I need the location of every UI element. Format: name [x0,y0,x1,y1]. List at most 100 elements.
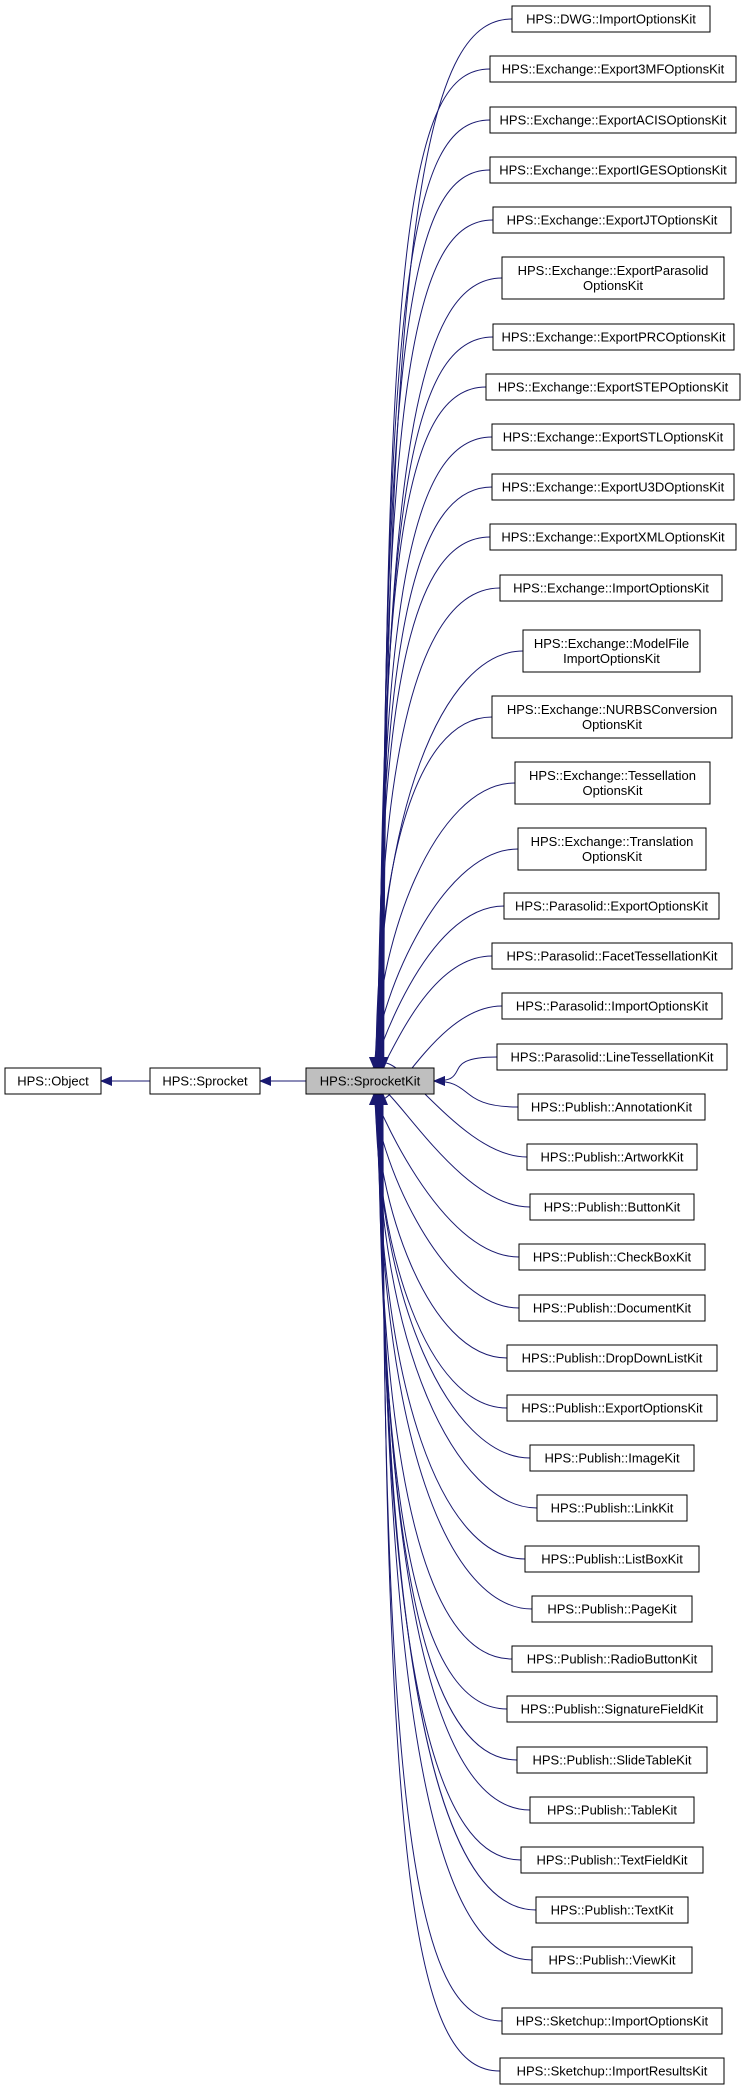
node-box [305,1067,435,1095]
node-label: HPS::Exchange::Translation [531,834,694,849]
node-hps-dwg-import-options-kit[interactable]: HPS::DWG::ImportOptionsKit [511,5,711,33]
node-label: OptionsKit [582,717,642,732]
node-hps-publish-slide-table-kit[interactable]: HPS::Publish::SlideTableKit [516,1746,708,1774]
node-label: HPS::Parasolid::ExportOptionsKit [515,899,708,914]
node-hps-publish-table-kit[interactable]: HPS::Publish::TableKit [529,1796,695,1824]
node-label: HPS::Publish::ImageKit [544,1451,680,1466]
node-hps-exchange-export-stepoptions-kit[interactable]: HPS::Exchange::ExportSTEPOptionsKit [485,373,741,401]
node-box [529,1796,695,1824]
node-box [489,106,737,134]
edge-hps-exchange-export3-mfoptions-kit-to-hps-sprocket-kit [378,68,491,1069]
node-hps-publish-link-kit[interactable]: HPS::Publish::LinkKit [536,1494,688,1522]
edge-hps-publish-check-box-kit-to-hps-sprocket-kit [369,1093,520,1258]
node-hps-publish-artwork-kit[interactable]: HPS::Publish::ArtworkKit [526,1143,698,1171]
node-box [501,992,723,1020]
node-label: HPS::Publish::PageKit [547,1602,677,1617]
node-hps-object[interactable]: HPS::Object [4,1067,102,1095]
node-hps-publish-image-kit[interactable]: HPS::Publish::ImageKit [529,1444,695,1472]
node-label: OptionsKit [583,783,643,798]
node-label: HPS::Publish::ListBoxKit [541,1552,683,1567]
node-box [492,323,735,351]
node-hps-publish-button-kit[interactable]: HPS::Publish::ButtonKit [529,1193,695,1221]
node-label: HPS::Exchange::ExportXMLOptionsKit [501,530,725,545]
node-hps-parasolid-import-options-kit[interactable]: HPS::Parasolid::ImportOptionsKit [501,992,723,1020]
node-label: HPS::Exchange::ExportIGESOptionsKit [499,163,727,178]
node-label: HPS::Exchange::ModelFile [534,636,689,651]
node-box [531,1946,693,1974]
node-hps-sprocket[interactable]: HPS::Sprocket [149,1067,261,1095]
node-label: HPS::Publish::CheckBoxKit [533,1250,692,1265]
node-label: HPS::Publish::TableKit [547,1803,677,1818]
node-label: HPS::Publish::DropDownListKit [522,1351,703,1366]
node-hps-publish-text-kit[interactable]: HPS::Publish::TextKit [535,1896,689,1924]
node-box [506,1344,718,1372]
edge-hps-publish-link-kit-to-hps-sprocket-kit [371,1093,538,1509]
edge-hps-exchange-translation-options-kit-to-hps-sprocket-kit [369,848,519,1069]
node-box [491,473,735,501]
node-label: HPS::Publish::ButtonKit [544,1200,681,1215]
node-hps-exchange-export-igesoptions-kit[interactable]: HPS::Exchange::ExportIGESOptionsKit [489,156,737,184]
node-box [503,892,720,920]
node-hps-parasolid-export-options-kit[interactable]: HPS::Parasolid::ExportOptionsKit [503,892,720,920]
node-hps-publish-list-box-kit[interactable]: HPS::Publish::ListBoxKit [524,1545,700,1573]
node-label: HPS::Exchange::ImportOptionsKit [513,581,709,596]
node-label: HPS::Exchange::ExportParasolid [518,263,709,278]
node-hps-publish-view-kit[interactable]: HPS::Publish::ViewKit [531,1946,693,1974]
node-box [506,1394,718,1422]
node-box [535,1896,689,1924]
node-hps-exchange-export3-mfoptions-kit[interactable]: HPS::Exchange::Export3MFOptionsKit [489,55,737,83]
node-hps-publish-document-kit[interactable]: HPS::Publish::DocumentKit [518,1294,706,1322]
node-box [514,761,711,805]
node-hps-parasolid-line-tessellation-kit[interactable]: HPS::Parasolid::LineTessellationKit [496,1043,728,1071]
node-hps-parasolid-facet-tessellation-kit[interactable]: HPS::Parasolid::FacetTessellationKit [491,942,733,970]
node-label: HPS::Exchange::Tessellation [529,768,696,783]
node-hps-publish-text-field-kit[interactable]: HPS::Publish::TextFieldKit [520,1846,704,1874]
node-hps-publish-drop-down-list-kit[interactable]: HPS::Publish::DropDownListKit [506,1344,718,1372]
node-box [499,574,723,602]
node-box [491,695,733,739]
node-hps-exchange-export-jtoptions-kit[interactable]: HPS::Exchange::ExportJTOptionsKit [492,206,732,234]
node-label: HPS::Exchange::Export3MFOptionsKit [502,62,725,77]
node-label: HPS::Sprocket [162,1074,248,1089]
node-hps-sketchup-import-options-kit[interactable]: HPS::Sketchup::ImportOptionsKit [501,2007,723,2035]
node-hps-sketchup-import-results-kit[interactable]: HPS::Sketchup::ImportResultsKit [499,2057,725,2085]
node-box [491,942,733,970]
node-label: HPS::Exchange::ExportPRCOptionsKit [502,330,726,345]
node-hps-publish-annotation-kit[interactable]: HPS::Publish::AnnotationKit [517,1093,706,1121]
node-label: HPS::SprocketKit [320,1074,421,1089]
node-box [511,1645,713,1673]
edge-hps-publish-text-field-kit-to-hps-sprocket-kit [375,1093,522,1861]
node-label: OptionsKit [583,278,643,293]
node-box [516,1746,708,1774]
edge-hps-exchange-nurbsconversion-options-kit-to-hps-sprocket-kit [371,716,493,1069]
node-label: HPS::Sketchup::ImportResultsKit [517,2064,708,2079]
node-hps-sprocket-kit[interactable]: HPS::SprocketKit [305,1067,435,1095]
node-box [489,55,737,83]
node-hps-exchange-export-stloptions-kit[interactable]: HPS::Exchange::ExportSTLOptionsKit [491,423,735,451]
node-hps-exchange-export-prcoptions-kit[interactable]: HPS::Exchange::ExportPRCOptionsKit [492,323,735,351]
node-hps-publish-page-kit[interactable]: HPS::Publish::PageKit [531,1595,693,1623]
node-label: OptionsKit [582,849,642,864]
node-box [522,629,701,673]
node-hps-publish-radio-button-kit[interactable]: HPS::Publish::RadioButtonKit [511,1645,713,1673]
node-label: HPS::Exchange::NURBSConversion [507,702,717,717]
edge-hps-publish-list-box-kit-to-hps-sprocket-kit [372,1093,526,1560]
node-hps-exchange-import-options-kit[interactable]: HPS::Exchange::ImportOptionsKit [499,574,723,602]
node-hps-exchange-export-u3-doptions-kit[interactable]: HPS::Exchange::ExportU3DOptionsKit [491,473,735,501]
node-box [524,1545,700,1573]
node-hps-publish-signature-field-kit[interactable]: HPS::Publish::SignatureFieldKit [506,1695,718,1723]
node-hps-exchange-export-xmloptions-kit[interactable]: HPS::Exchange::ExportXMLOptionsKit [489,523,737,551]
node-box [526,1143,698,1171]
edge-hps-exchange-export-stloptions-kit-to-hps-sprocket-kit [374,436,493,1069]
node-label: HPS::Publish::SignatureFieldKit [521,1702,704,1717]
node-hps-publish-check-box-kit[interactable]: HPS::Publish::CheckBoxKit [518,1243,706,1271]
node-box [529,1193,695,1221]
node-hps-publish-export-options-kit[interactable]: HPS::Publish::ExportOptionsKit [506,1394,718,1422]
node-label: HPS::Publish::ExportOptionsKit [521,1401,703,1416]
node-hps-exchange-export-acisoptions-kit[interactable]: HPS::Exchange::ExportACISOptionsKit [489,106,737,134]
